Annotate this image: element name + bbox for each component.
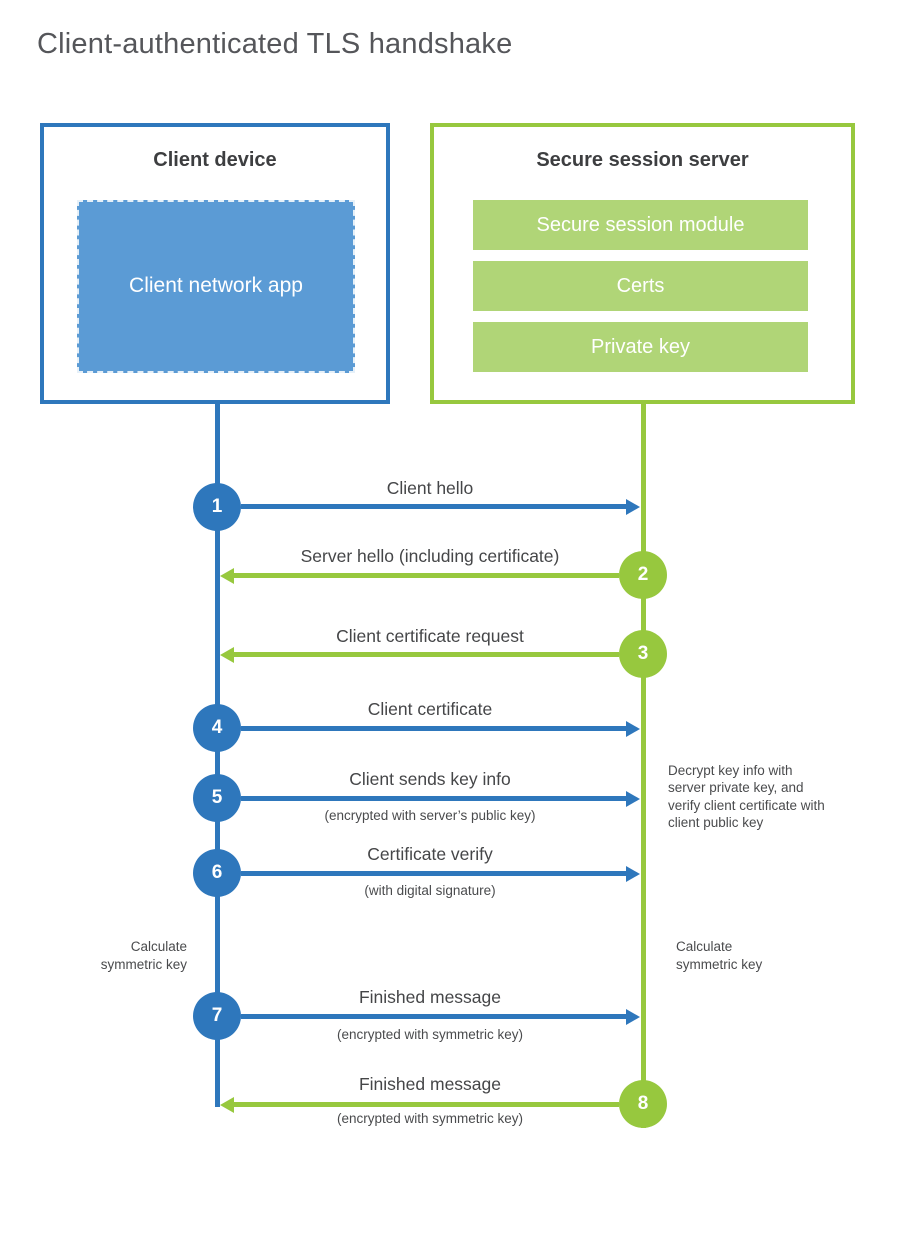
- msg-label-server-hello: Server hello (including certificate): [300, 546, 560, 566]
- msg-label-client-key-info: Client sends key info: [349, 769, 511, 789]
- msg-sub-certificate-verify: (with digital signature): [364, 883, 496, 898]
- arrow-left-icon: [234, 1102, 619, 1107]
- server-lifeline: [641, 403, 646, 1128]
- msg-label-client-certificate: Client certificate: [367, 699, 493, 719]
- step-circle-8: 8: [619, 1080, 667, 1128]
- client-lifeline: [215, 404, 220, 1107]
- msg-label-finished-server: Finished message: [358, 1074, 502, 1094]
- client-device-box: Client device Client network app: [40, 123, 390, 404]
- step-circle-6: 6: [193, 849, 241, 897]
- calculate-symmetric-key-right: Calculate symmetric key: [676, 939, 763, 972]
- step-circle-4: 4: [193, 704, 241, 752]
- arrow-right-icon: [241, 1014, 626, 1019]
- step-circle-3: 3: [619, 630, 667, 678]
- msg-label-client-hello: Client hello: [386, 478, 474, 498]
- msg-sub-finished-client: (encrypted with symmetric key): [336, 1027, 524, 1042]
- arrow-right-icon: [241, 796, 626, 801]
- step-number: 2: [637, 564, 649, 585]
- step-number: 5: [211, 787, 223, 808]
- step-number: 4: [211, 717, 223, 738]
- secure-session-server-box: Secure session server Secure session mod…: [430, 123, 855, 404]
- step-number: 7: [211, 1005, 223, 1026]
- arrow-left-icon: [234, 573, 619, 578]
- page-title: Client-authenticated TLS handshake: [37, 28, 513, 60]
- step-number: 8: [637, 1093, 649, 1114]
- step-circle-7: 7: [193, 992, 241, 1040]
- step-number: 6: [211, 862, 223, 883]
- client-device-title: Client device: [153, 149, 277, 171]
- client-network-app-box: Client network app: [77, 200, 355, 373]
- decrypt-note: Decrypt key info with server private key…: [668, 763, 825, 830]
- server-module-label: Secure session module: [536, 213, 745, 236]
- calculate-symmetric-key-left: Calculate symmetric key: [100, 939, 187, 972]
- step-circle-1: 1: [193, 483, 241, 531]
- server-module-label: Certs: [616, 274, 665, 297]
- msg-sub-finished-server: (encrypted with symmetric key): [336, 1111, 524, 1126]
- server-module-private-key: Private key: [473, 322, 808, 372]
- server-module-label: Private key: [591, 335, 690, 358]
- step-number: 1: [211, 496, 223, 517]
- msg-label-client-cert-request: Client certificate request: [336, 626, 524, 646]
- secure-session-server-title: Secure session server: [536, 149, 749, 171]
- msg-sub-client-key-info: (encrypted with server’s public key): [324, 808, 536, 823]
- arrow-right-icon: [241, 726, 626, 731]
- msg-label-certificate-verify: Certificate verify: [367, 844, 493, 864]
- server-module-certs: Certs: [473, 261, 808, 311]
- client-network-app-label: Client network app: [129, 274, 303, 298]
- arrow-right-icon: [241, 504, 626, 509]
- step-number: 3: [637, 643, 649, 664]
- msg-label-finished-client: Finished message: [358, 987, 502, 1007]
- arrow-right-icon: [241, 871, 626, 876]
- step-circle-2: 2: [619, 551, 667, 599]
- server-module-secure-session: Secure session module: [473, 200, 808, 250]
- step-circle-5: 5: [193, 774, 241, 822]
- arrow-left-icon: [234, 652, 619, 657]
